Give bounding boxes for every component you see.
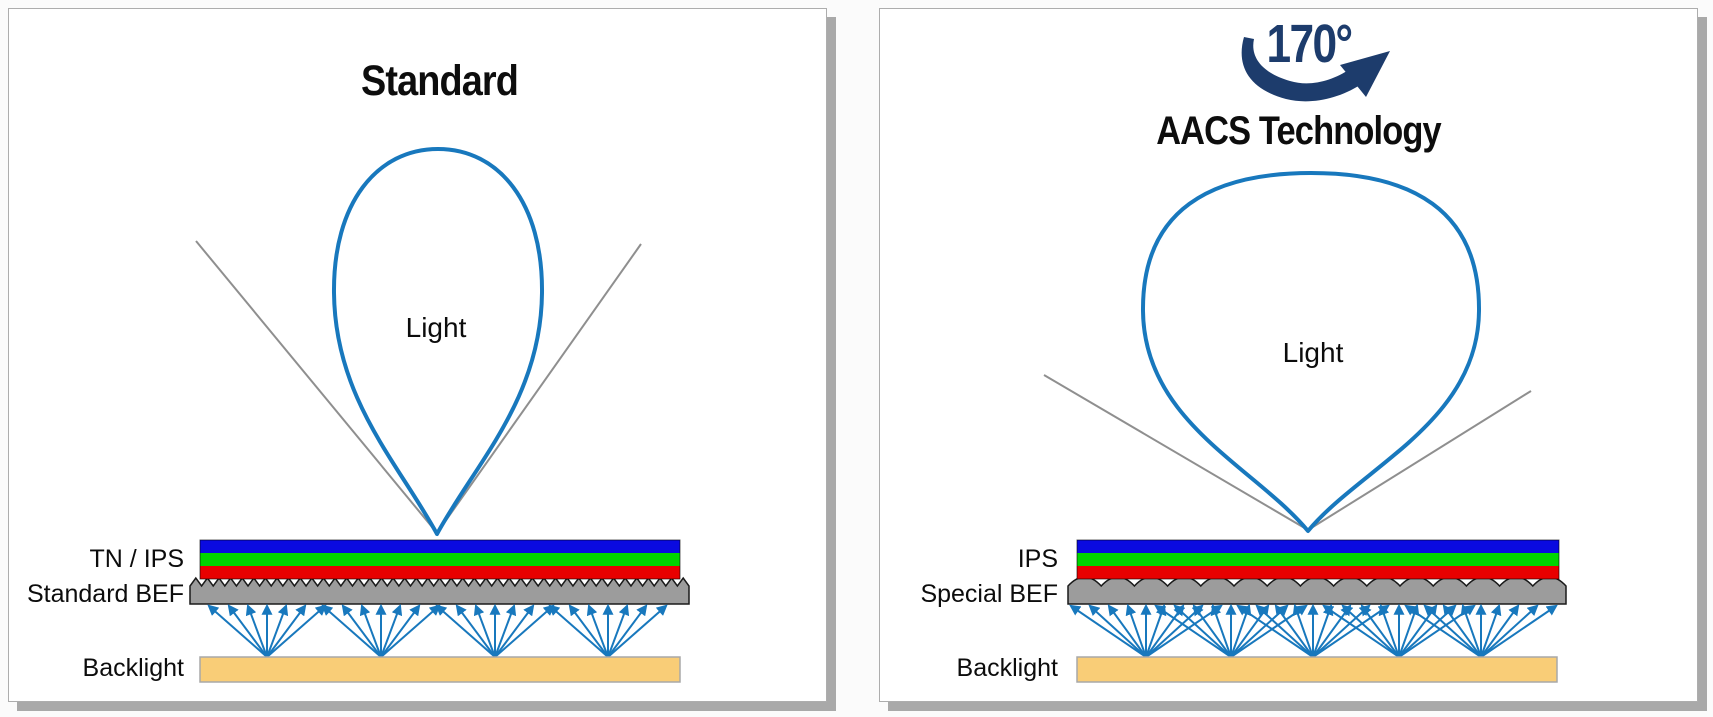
layer-label-lcd: IPS xyxy=(1017,545,1058,573)
layer-label-bef: Special BEF xyxy=(920,580,1058,608)
light-distribution-diagram-aacs xyxy=(1043,171,1567,683)
light-distribution-diagram-standard xyxy=(189,147,690,683)
layer-label-lcd: TN / IPS xyxy=(89,545,184,573)
angle-badge-label: 170° xyxy=(1266,14,1353,74)
panel-title: AACS Technology xyxy=(1156,109,1441,153)
rotation-arrow-icon xyxy=(1241,37,1390,102)
light-label: Light xyxy=(405,312,467,343)
light-label: Light xyxy=(1282,337,1344,368)
layer-label-backlight: Backlight xyxy=(956,654,1058,682)
panel-aacs: 170° AACS Technology Light IPS Special B… xyxy=(879,8,1698,702)
panel-title: Standard xyxy=(361,57,519,105)
layer-label-backlight: Backlight xyxy=(82,654,184,682)
layer-label-bef: Standard BEF xyxy=(26,580,184,608)
panel-standard: Standard Light TN / IPS Standard BEF Bac… xyxy=(8,8,827,702)
angle-badge: 170° xyxy=(1238,13,1403,112)
